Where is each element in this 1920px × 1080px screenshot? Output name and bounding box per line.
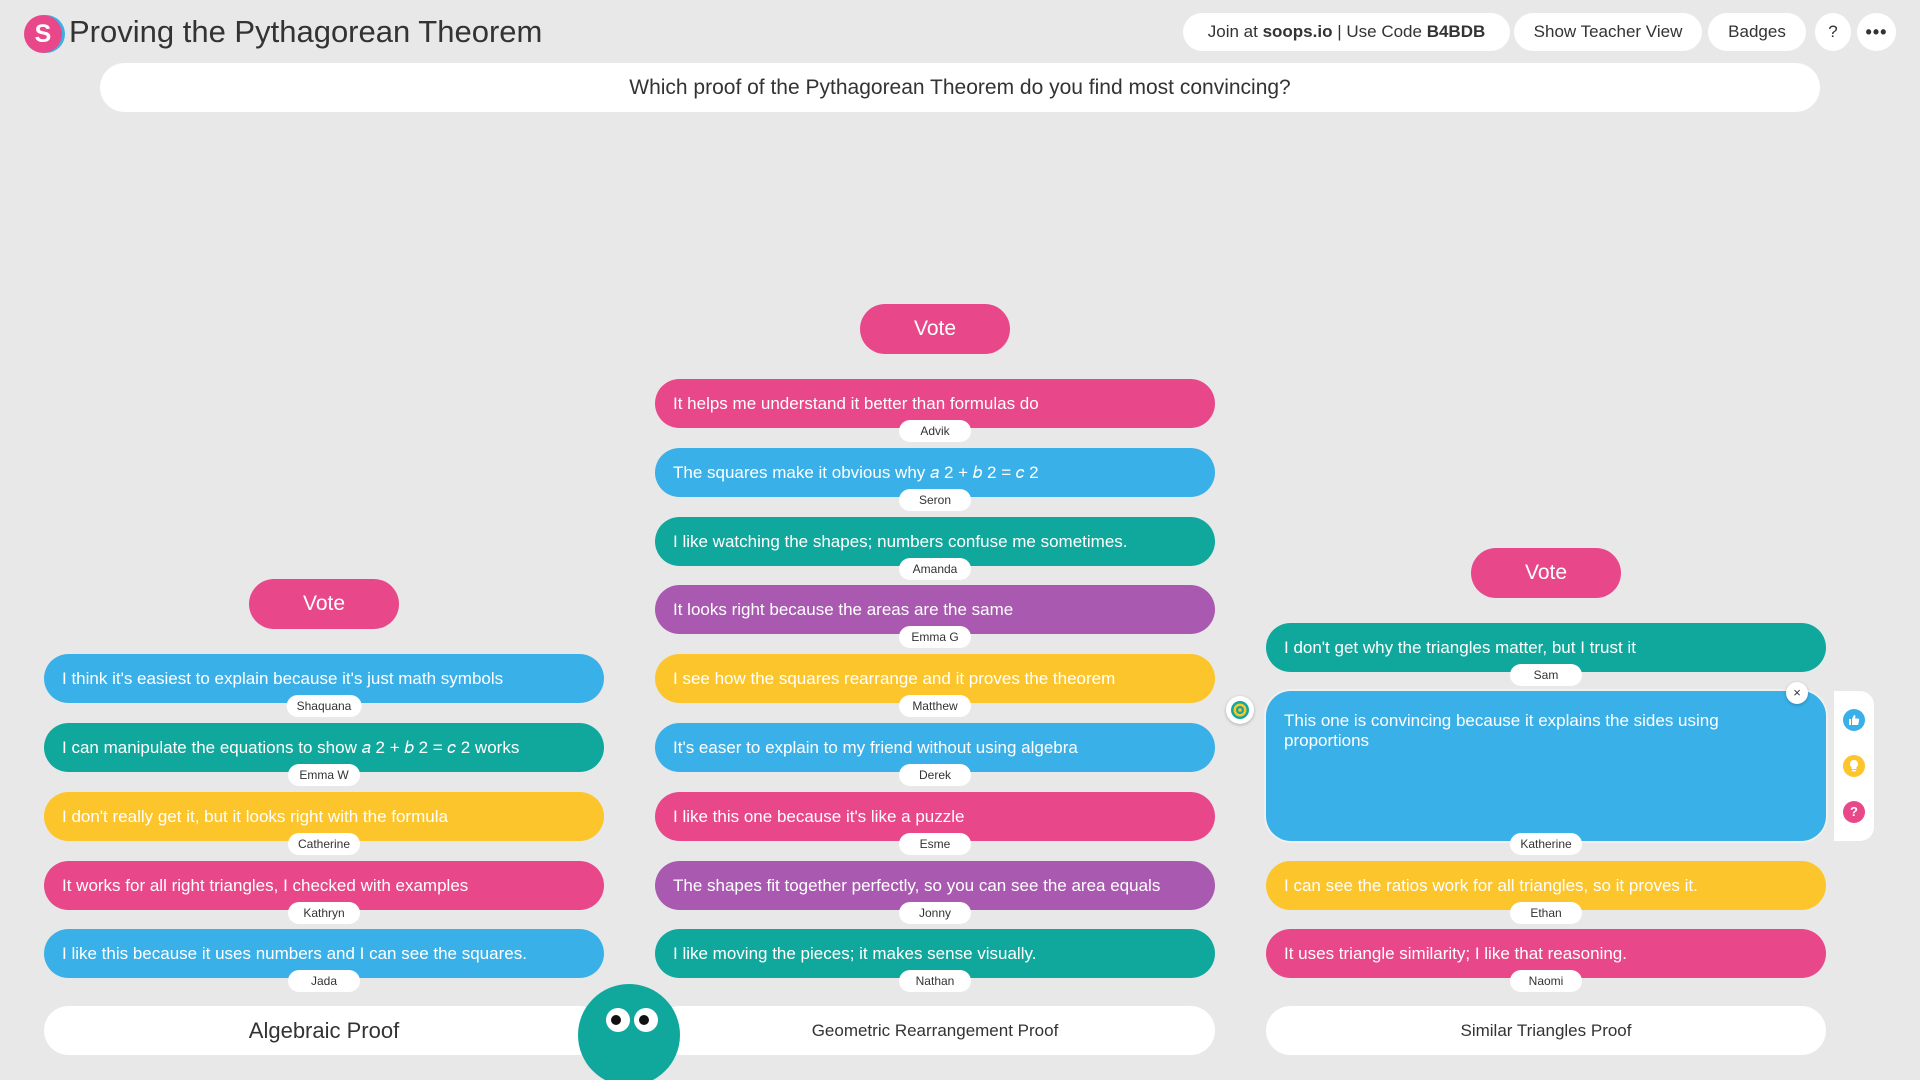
vote-button[interactable]: Vote (860, 304, 1010, 354)
author-tag: Esme (899, 833, 971, 855)
author-tag: Catherine (287, 833, 361, 855)
author-tag: Amanda (899, 558, 971, 580)
join-code-pill[interactable]: Join at soops.io | Use Code B4BDB (1183, 13, 1510, 51)
card-text: I don't get why the triangles matter, bu… (1284, 637, 1636, 657)
close-icon[interactable]: × (1786, 682, 1808, 704)
response-card[interactable]: I like watching the shapes; numbers conf… (655, 517, 1215, 580)
author-tag: Kathryn (288, 902, 360, 924)
card-text: The squares make it obvious why 𝑎 2 + 𝑏 … (673, 462, 1039, 482)
response-card[interactable]: I like moving the pieces; it makes sense… (655, 929, 1215, 992)
response-card[interactable]: The squares make it obvious why 𝑎 2 + 𝑏 … (655, 448, 1215, 511)
author-tag: Emma W (288, 764, 360, 786)
mascot-left-eye (606, 1008, 630, 1032)
response-card[interactable]: It's easer to explain to my friend witho… (655, 723, 1215, 786)
card-text: The shapes fit together perfectly, so yo… (673, 875, 1161, 895)
response-card[interactable]: I think it's easiest to explain because … (44, 654, 604, 717)
card-text: It's easer to explain to my friend witho… (673, 737, 1078, 757)
author-tag: Derek (899, 764, 971, 786)
card-text: It works for all right triangles, I chec… (62, 875, 469, 895)
question-icon[interactable]: ? (1843, 801, 1865, 823)
question-prompt: Which proof of the Pythagorean Theorem d… (100, 63, 1820, 112)
card-text: I like this one because it's like a puzz… (673, 806, 965, 826)
author-tag: Ethan (1510, 902, 1582, 924)
author-tag: Nathan (899, 970, 971, 992)
response-card[interactable]: I can see the ratios work for all triang… (1266, 861, 1826, 924)
author-tag: Naomi (1510, 970, 1582, 992)
lightbulb-icon[interactable] (1843, 755, 1865, 777)
more-menu-button[interactable]: ••• (1857, 13, 1896, 51)
card-text: I like this because it uses numbers and … (62, 943, 527, 963)
card-text: I don't really get it, but it looks righ… (62, 806, 448, 826)
join-separator: | Use Code (1337, 22, 1422, 41)
response-card[interactable]: It uses triangle similarity; I like that… (1266, 929, 1826, 992)
response-card[interactable]: I can manipulate the equations to show 𝑎… (44, 723, 604, 786)
join-site: soops.io (1262, 22, 1333, 41)
join-prefix: Join at (1207, 22, 1258, 41)
author-tag: Matthew (899, 695, 971, 717)
author-tag: Emma G (899, 626, 971, 648)
thumbs-up-icon[interactable] (1843, 709, 1865, 731)
page-title: Proving the Pythagorean Theorem (69, 14, 543, 49)
column-label: Geometric Rearrangement Proof (655, 1006, 1215, 1055)
mascot-pupil (611, 1015, 621, 1025)
author-tag: Jonny (899, 902, 971, 924)
response-card[interactable]: It looks right because the areas are the… (655, 585, 1215, 648)
card-text: It uses triangle similarity; I like that… (1284, 943, 1627, 963)
author-tag: Jada (288, 970, 360, 992)
mascot-right-eye (634, 1008, 658, 1032)
target-icon[interactable] (1226, 696, 1254, 724)
vote-button[interactable]: Vote (249, 579, 399, 629)
author-tag: Sam (1510, 664, 1582, 686)
card-text: I can see the ratios work for all triang… (1284, 875, 1698, 895)
column-label: Similar Triangles Proof (1266, 1006, 1826, 1055)
column-label: Algebraic Proof (44, 1006, 604, 1055)
author-tag: Advik (899, 420, 971, 442)
mascot-pupil (639, 1015, 649, 1025)
response-card[interactable]: It helps me understand it better than fo… (655, 379, 1215, 442)
response-card[interactable]: I like this one because it's like a puzz… (655, 792, 1215, 855)
help-button[interactable]: ? (1815, 13, 1851, 51)
card-text: It looks right because the areas are the… (673, 599, 1014, 619)
response-card[interactable]: I like this because it uses numbers and … (44, 929, 604, 992)
card-text: I see how the squares rearrange and it p… (673, 668, 1116, 688)
response-card[interactable]: The shapes fit together perfectly, so yo… (655, 861, 1215, 924)
card-text: I like moving the pieces; it makes sense… (673, 943, 1037, 963)
badges-button[interactable]: Badges (1708, 13, 1806, 51)
response-card[interactable]: I see how the squares rearrange and it p… (655, 654, 1215, 717)
card-text: I can manipulate the equations to show 𝑎… (62, 737, 520, 757)
author-tag: Katherine (1510, 833, 1582, 855)
response-card[interactable]: It works for all right triangles, I chec… (44, 861, 604, 924)
reaction-bar: ? (1834, 691, 1874, 841)
card-text: It helps me understand it better than fo… (673, 393, 1039, 413)
card-text: I like watching the shapes; numbers conf… (673, 531, 1128, 551)
join-code: B4BDB (1426, 22, 1486, 41)
mascot-eyes-icon[interactable] (578, 984, 680, 1080)
app-logo: S (24, 15, 62, 53)
card-text: I think it's easiest to explain because … (62, 668, 504, 688)
selected-response-card[interactable]: This one is convincing because it explai… (1226, 682, 1874, 855)
card-text: This one is convincing because it explai… (1284, 711, 1719, 750)
response-card[interactable]: I don't really get it, but it looks righ… (44, 792, 604, 855)
author-tag: Shaquana (286, 695, 362, 717)
author-tag: Seron (899, 489, 971, 511)
vote-button[interactable]: Vote (1471, 548, 1621, 598)
show-teacher-view-button[interactable]: Show Teacher View (1514, 13, 1702, 51)
response-card[interactable]: I don't get why the triangles matter, bu… (1266, 623, 1826, 686)
